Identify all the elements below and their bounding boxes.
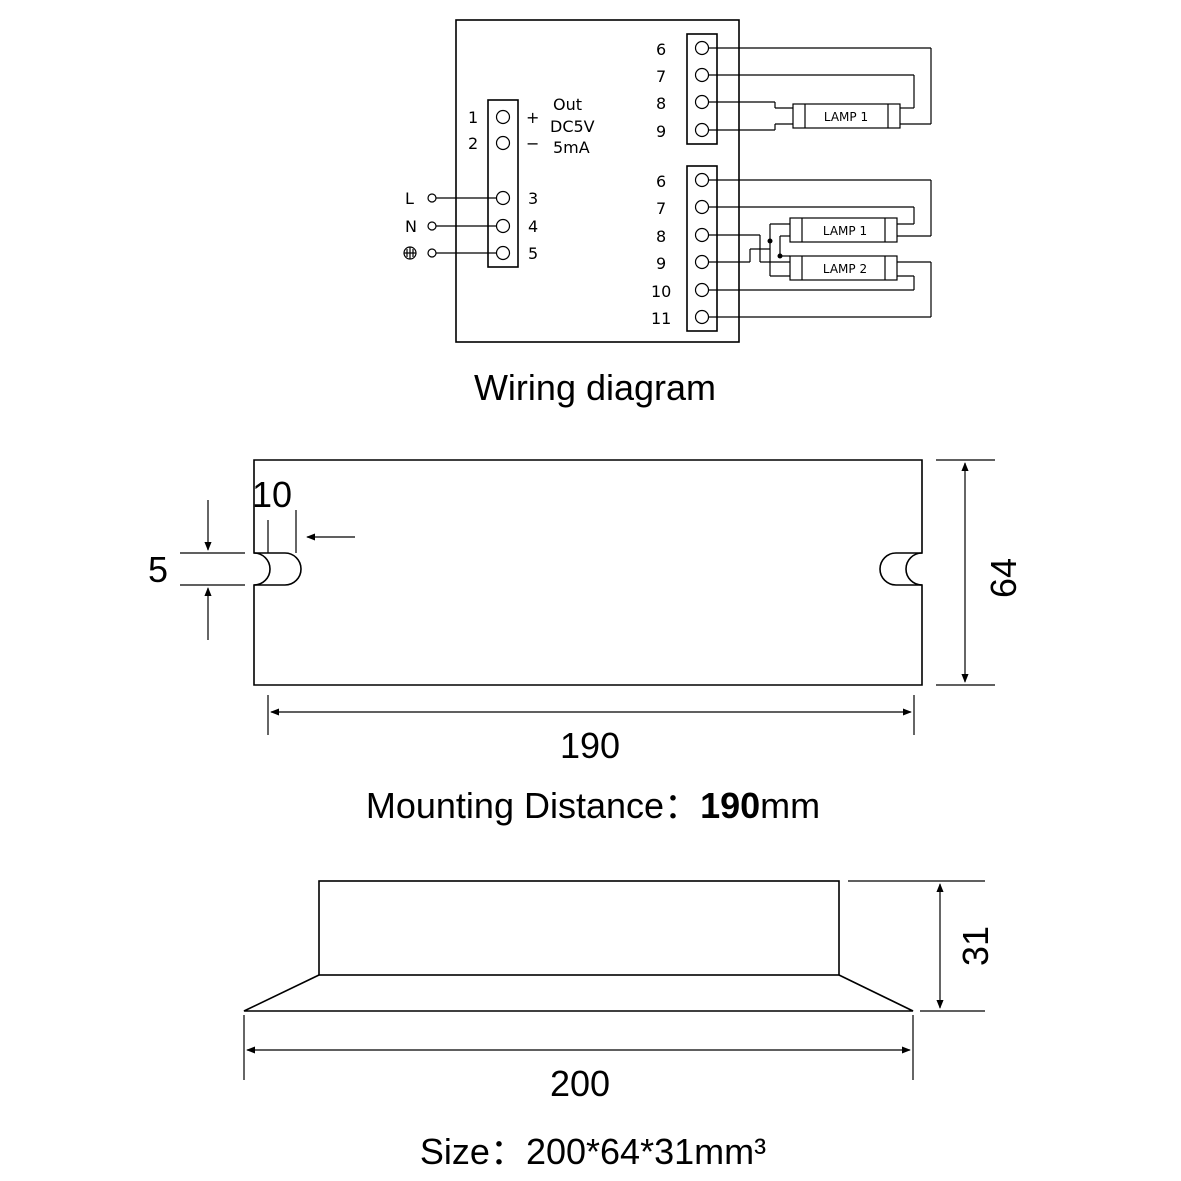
input-label-L: L xyxy=(405,189,414,208)
size-caption-sep: ： xyxy=(490,1131,526,1172)
block-b-label-11: 11 xyxy=(651,309,671,328)
wiring-diagram: 1 2 3 4 5 + − Out DC5V 5mA L N xyxy=(403,19,932,408)
terminal-block-a-screws xyxy=(694,40,710,138)
mounting-caption-label: Mounting Distance xyxy=(366,785,664,826)
lamp2-b: LAMP 2 xyxy=(789,255,898,281)
block-b-label-6: 6 xyxy=(656,172,666,191)
mounting-plate-outline xyxy=(253,459,923,686)
minus-sign: − xyxy=(526,134,539,153)
block-b-label-9: 9 xyxy=(656,254,666,273)
ground-icon xyxy=(403,246,417,260)
side-view-drawing: 31 200 Size：200*64*31mm³ xyxy=(243,880,996,1172)
top-view-drawing: 10 5 64 190 Mounting Distance：190mm xyxy=(148,459,1024,826)
lamp-a-wiring xyxy=(709,47,932,131)
right-mounting-slot xyxy=(879,552,922,586)
lamp1-a: LAMP 1 xyxy=(792,103,901,129)
block-a-label-9: 9 xyxy=(656,122,666,141)
height-dimension-label: 64 xyxy=(983,558,1024,598)
terminal-block-b xyxy=(686,165,718,332)
lamp1-b-label: LAMP 1 xyxy=(823,224,867,238)
wiring-caption: Wiring diagram xyxy=(474,367,716,408)
slot-height-label: 5 xyxy=(148,549,168,590)
terminal-label-3: 3 xyxy=(528,189,538,208)
mounting-caption: Mounting Distance：190mm xyxy=(366,785,820,826)
lamp-b-wiring xyxy=(709,179,932,318)
block-b-label-7: 7 xyxy=(656,199,666,218)
block-a-label-7: 7 xyxy=(656,67,666,86)
terminal-label-4: 4 xyxy=(528,217,538,236)
terminal-label-1: 1 xyxy=(468,108,478,127)
terminal-block-a xyxy=(686,33,718,145)
size-caption-value: 200*64*31mm³ xyxy=(526,1131,766,1172)
left-terminal-screws xyxy=(495,109,511,261)
lamp1-a-label: LAMP 1 xyxy=(824,110,868,124)
block-b-label-8: 8 xyxy=(656,227,666,246)
output-label-line2: DC5V xyxy=(550,117,595,136)
length-dimension-label: 200 xyxy=(550,1063,610,1104)
side-height-label: 31 xyxy=(955,926,996,966)
left-terminal-block xyxy=(487,99,519,268)
input-label-N: N xyxy=(405,217,417,236)
left-mounting-slot xyxy=(254,552,302,586)
lamp1-b: LAMP 1 xyxy=(789,217,898,243)
block-a-label-8: 8 xyxy=(656,94,666,113)
output-label-line1: Out xyxy=(553,95,582,114)
terminal-label-2: 2 xyxy=(468,134,478,153)
plus-sign: + xyxy=(526,108,539,127)
terminal-label-5: 5 xyxy=(528,244,538,263)
mounting-caption-value: 190 xyxy=(700,785,760,826)
output-label-line3: 5mA xyxy=(553,138,590,157)
lamp2-b-label: LAMP 2 xyxy=(823,262,867,276)
block-a-label-6: 6 xyxy=(656,40,666,59)
size-caption-label: Size xyxy=(420,1131,490,1172)
mounting-caption-sep: ： xyxy=(664,785,700,826)
terminal-block-b-screws xyxy=(694,172,710,325)
mounting-distance-label: 190 xyxy=(560,725,620,766)
housing-body xyxy=(318,880,840,976)
ballast-outline xyxy=(455,19,740,343)
size-caption: Size：200*64*31mm³ xyxy=(420,1131,766,1172)
slot-width-label: 10 xyxy=(252,474,292,515)
mounting-caption-unit: mm xyxy=(760,785,820,826)
input-wires xyxy=(427,193,496,258)
housing-base-flange xyxy=(243,974,914,1012)
block-b-label-10: 10 xyxy=(651,282,671,301)
